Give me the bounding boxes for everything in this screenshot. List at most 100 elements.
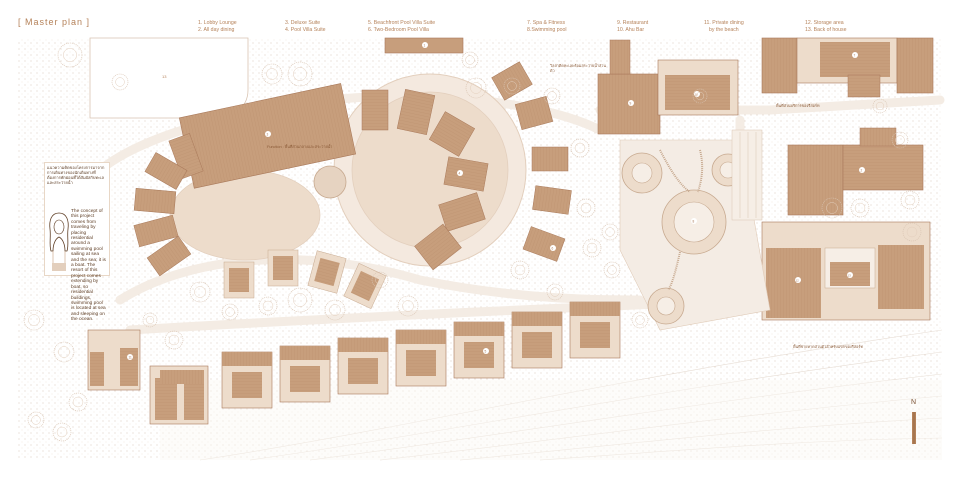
- legend-item: 4. Pool Villa Suite: [285, 27, 326, 33]
- tree-canopy: [872, 98, 888, 114]
- legend-item: 11. Private dining: [704, 20, 744, 26]
- plan-label: 7: [854, 54, 856, 58]
- tree-canopy: [603, 261, 621, 279]
- villa-roof: [512, 312, 562, 326]
- legend-item: 8.Swimming pool: [527, 27, 567, 33]
- villa-body: [290, 366, 320, 392]
- tree-canopy: [324, 299, 346, 321]
- tree-canopy-inner: [58, 346, 70, 358]
- label-dot: [265, 131, 271, 137]
- tree-canopy: [142, 312, 158, 328]
- tree-canopy: [902, 222, 922, 242]
- villa-roof: [338, 338, 388, 352]
- villa-roof: [396, 330, 446, 344]
- legend-item: 1. Lobby Lounge: [198, 20, 237, 26]
- right-villas: [491, 61, 572, 262]
- tree-canopy-inner: [329, 304, 341, 316]
- tree-canopy-inner: [145, 315, 155, 325]
- tree-canopy-inner: [262, 300, 274, 312]
- parking-area: [89, 37, 249, 119]
- plan-label: 6: [552, 247, 554, 251]
- tree-canopy-inner: [225, 307, 235, 317]
- tree-canopy: [261, 63, 283, 85]
- tree-canopy-inner: [607, 265, 617, 275]
- tree-canopy: [68, 392, 88, 412]
- concept-intro: แนวความคิดของโครงการมาจากการเดินทางของนั…: [44, 162, 110, 322]
- legend-item: 10. Ahu Bar: [617, 27, 645, 33]
- plan-label: 4: [459, 172, 461, 176]
- tree-canopy: [164, 330, 184, 350]
- tree-canopy: [510, 260, 530, 280]
- tree-canopy: [850, 198, 870, 218]
- tree-canopy: [692, 88, 708, 104]
- tree-canopy: [258, 296, 278, 316]
- legend-item: by the beach: [708, 27, 739, 33]
- tree-canopy-inner: [547, 91, 557, 101]
- legend-item: 6. Two-Bedroom Pool Villa: [368, 27, 429, 33]
- tree-canopy: [52, 422, 72, 442]
- plan-label: 2: [861, 169, 863, 173]
- villa-body: [580, 322, 610, 348]
- tree-canopy: [546, 283, 564, 301]
- intro-english: The concept of this project comes from t…: [71, 209, 106, 323]
- legend-item: 3. Deluxe Suite: [285, 20, 321, 26]
- tree-canopy-inner: [465, 55, 475, 65]
- legend-group-3: 5. Beachfront Pool Villa Suite 6. Two-Be…: [368, 20, 435, 34]
- tree-canopy-inner: [507, 81, 517, 91]
- tree-canopy-inner: [550, 287, 560, 297]
- tree-canopy: [582, 238, 602, 258]
- tree-canopy-inner: [580, 202, 592, 214]
- tree-canopy-inner: [375, 275, 385, 285]
- spa-building: [761, 37, 934, 98]
- tree-canopy-inner: [514, 264, 526, 276]
- tree-canopy-inner: [56, 426, 68, 438]
- beach-area: [160, 380, 942, 460]
- tree-canopy: [503, 77, 521, 95]
- villa-roof: [222, 352, 272, 366]
- tree-canopy-inner: [63, 48, 77, 62]
- beach-note: พื้นที่ชายหาดส่วนตัวสำหรับแขกของรีสอร์ท: [793, 345, 863, 349]
- tree-canopy: [371, 271, 389, 289]
- villa-roof: [454, 322, 504, 336]
- tree-canopy-inner: [635, 315, 645, 325]
- tree-canopy-inner: [115, 77, 125, 87]
- villa-body: [464, 342, 494, 368]
- tree-canopy: [576, 198, 596, 218]
- villa-body: [232, 372, 262, 398]
- legend-item: 9. Restaurant: [617, 20, 649, 26]
- tree-canopy-inner: [826, 202, 838, 214]
- tree-canopy: [287, 287, 313, 313]
- villa-body: [348, 358, 378, 384]
- legend-item: 12. Storage area: [805, 20, 844, 26]
- tree-canopy-inner: [470, 82, 482, 94]
- tree-canopy-inner: [695, 91, 705, 101]
- plan-label: 3: [267, 133, 269, 137]
- storage-building: [761, 221, 931, 321]
- private-dining: [87, 329, 141, 391]
- parking-label: 13: [162, 74, 167, 79]
- plan-label: 9: [630, 102, 632, 106]
- plan-label: 11: [129, 356, 133, 360]
- plan-label: 1: [424, 44, 426, 48]
- tree-canopy: [821, 197, 843, 219]
- page-title: [ Master plan ]: [18, 17, 91, 27]
- tree-canopy-inner: [72, 396, 84, 408]
- tree-canopy: [891, 131, 909, 149]
- tree-canopy: [631, 311, 649, 329]
- trees: [23, 42, 922, 442]
- legend-item: 5. Beachfront Pool Villa Suite: [368, 20, 436, 26]
- tree-canopy: [27, 411, 45, 429]
- tree-canopy: [397, 295, 419, 317]
- legend-group-6: 11. Private dining by the beach: [704, 20, 744, 34]
- tree-canopy-inner: [904, 194, 916, 206]
- tree-canopy-inner: [28, 314, 40, 326]
- tree-canopy: [287, 61, 313, 87]
- pool-island: [313, 165, 347, 199]
- legend-group-5: 9. Restaurant 10. Ahu Bar: [617, 20, 648, 34]
- beach-pavilion: [149, 365, 209, 425]
- tree-canopy: [461, 51, 479, 69]
- tree-canopy: [543, 87, 561, 105]
- tree-canopy-inner: [875, 101, 885, 111]
- tree-canopy: [570, 138, 590, 158]
